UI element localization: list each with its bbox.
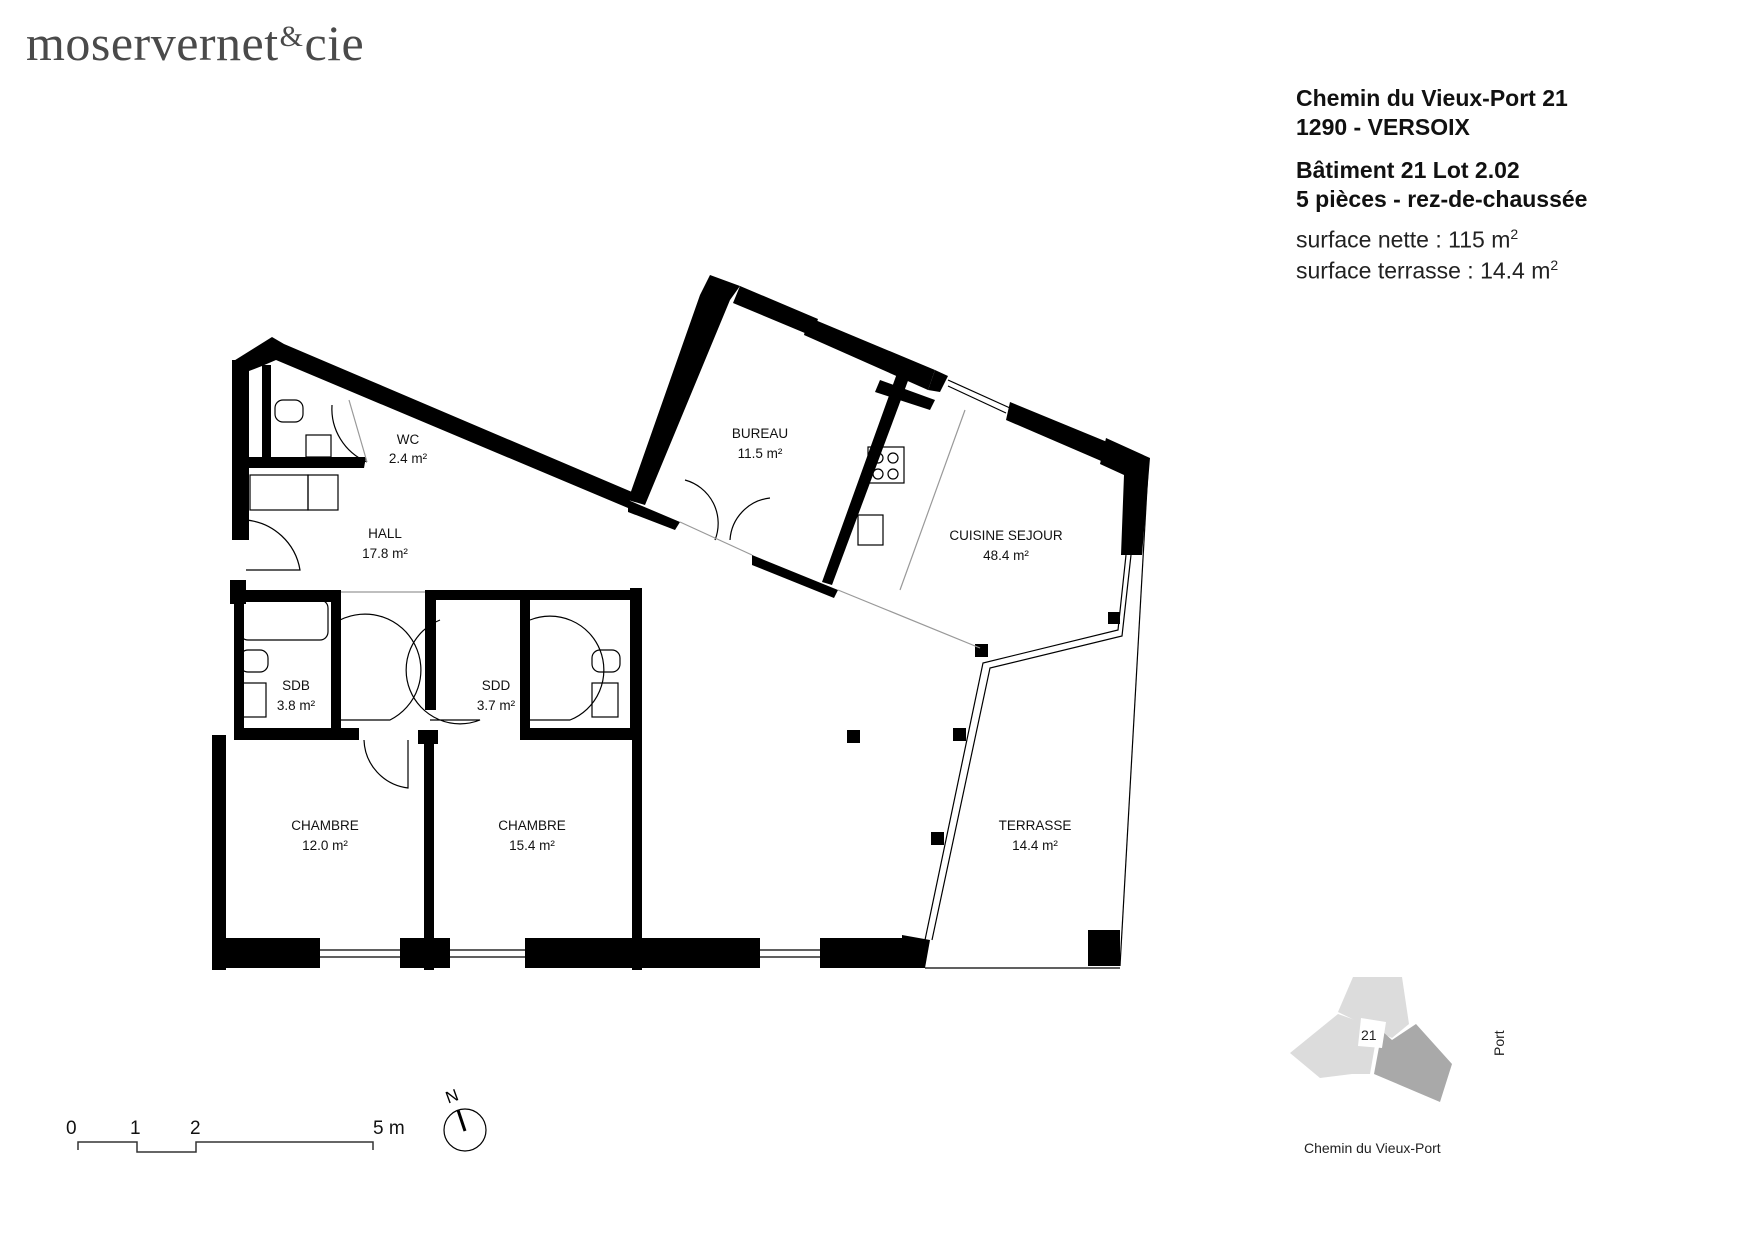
logo-text: moservernet	[26, 15, 279, 71]
room-bureau-name: BUREAU	[732, 426, 788, 441]
building-lot: Bâtiment 21 Lot 2.02	[1296, 157, 1520, 183]
property-info: Chemin du Vieux-Port 21 1290 - VERSOIX B…	[1296, 84, 1587, 283]
company-logo: moservernet&cie	[26, 14, 364, 72]
room-chambre2-area: 15.4 m²	[509, 838, 555, 853]
room-terrasse-area: 14.4 m²	[1012, 838, 1058, 853]
room-labels: WC 2.4 m² HALL 17.8 m² BUREAU 11.5 m² CU…	[277, 426, 1072, 853]
room-sdd-area: 3.7 m²	[477, 698, 516, 713]
room-sdd-name: SDD	[482, 678, 511, 693]
rooms-floor: 5 pièces - rez-de-chaussée	[1296, 186, 1588, 212]
room-sdb-name: SDB	[282, 678, 310, 693]
scale-bar: 0 1 2 5 m	[66, 1118, 405, 1153]
room-chambre1-area: 12.0 m²	[302, 838, 348, 853]
svg-text:Chemin du Vieux-Port: Chemin du Vieux-Port	[1304, 1140, 1441, 1156]
svg-text:0: 0	[66, 1118, 77, 1139]
thin-lines	[239, 291, 1149, 969]
room-wc-name: WC	[397, 432, 420, 447]
logo-ampersand: &	[279, 20, 304, 53]
room-chambre1-name: CHAMBRE	[291, 818, 359, 833]
surface-nette: surface nette : 115 m2	[1296, 226, 1519, 253]
room-hall-name: HALL	[368, 526, 402, 541]
room-cuisine-name: CUISINE SEJOUR	[949, 528, 1063, 543]
address-line2: 1290 - VERSOIX	[1296, 114, 1470, 140]
address-line1: Chemin du Vieux-Port 21	[1296, 85, 1568, 111]
room-terrasse-name: TERRASSE	[999, 818, 1072, 833]
room-chambre2-name: CHAMBRE	[498, 818, 566, 833]
room-sdb-area: 3.8 m²	[277, 698, 316, 713]
room-cuisine-area: 48.4 m²	[983, 548, 1029, 563]
key-plan: 21 Chemin du Vieux-Port Port	[1290, 977, 1507, 1156]
room-bureau-area: 11.5 m²	[738, 446, 783, 461]
svg-text:2: 2	[190, 1118, 201, 1139]
north-arrow-icon: N	[443, 1085, 487, 1152]
surface-terrasse: surface terrasse : 14.4 m2	[1296, 256, 1559, 284]
logo-tail: cie	[304, 15, 365, 71]
svg-text:N: N	[443, 1085, 461, 1107]
walls	[212, 275, 1150, 970]
room-hall-area: 17.8 m²	[362, 546, 408, 561]
svg-text:5 m: 5 m	[373, 1118, 405, 1139]
svg-text:1: 1	[130, 1118, 141, 1139]
svg-text:Port: Port	[1491, 1030, 1507, 1056]
svg-text:21: 21	[1361, 1027, 1377, 1043]
room-wc-area: 2.4 m²	[389, 451, 428, 466]
